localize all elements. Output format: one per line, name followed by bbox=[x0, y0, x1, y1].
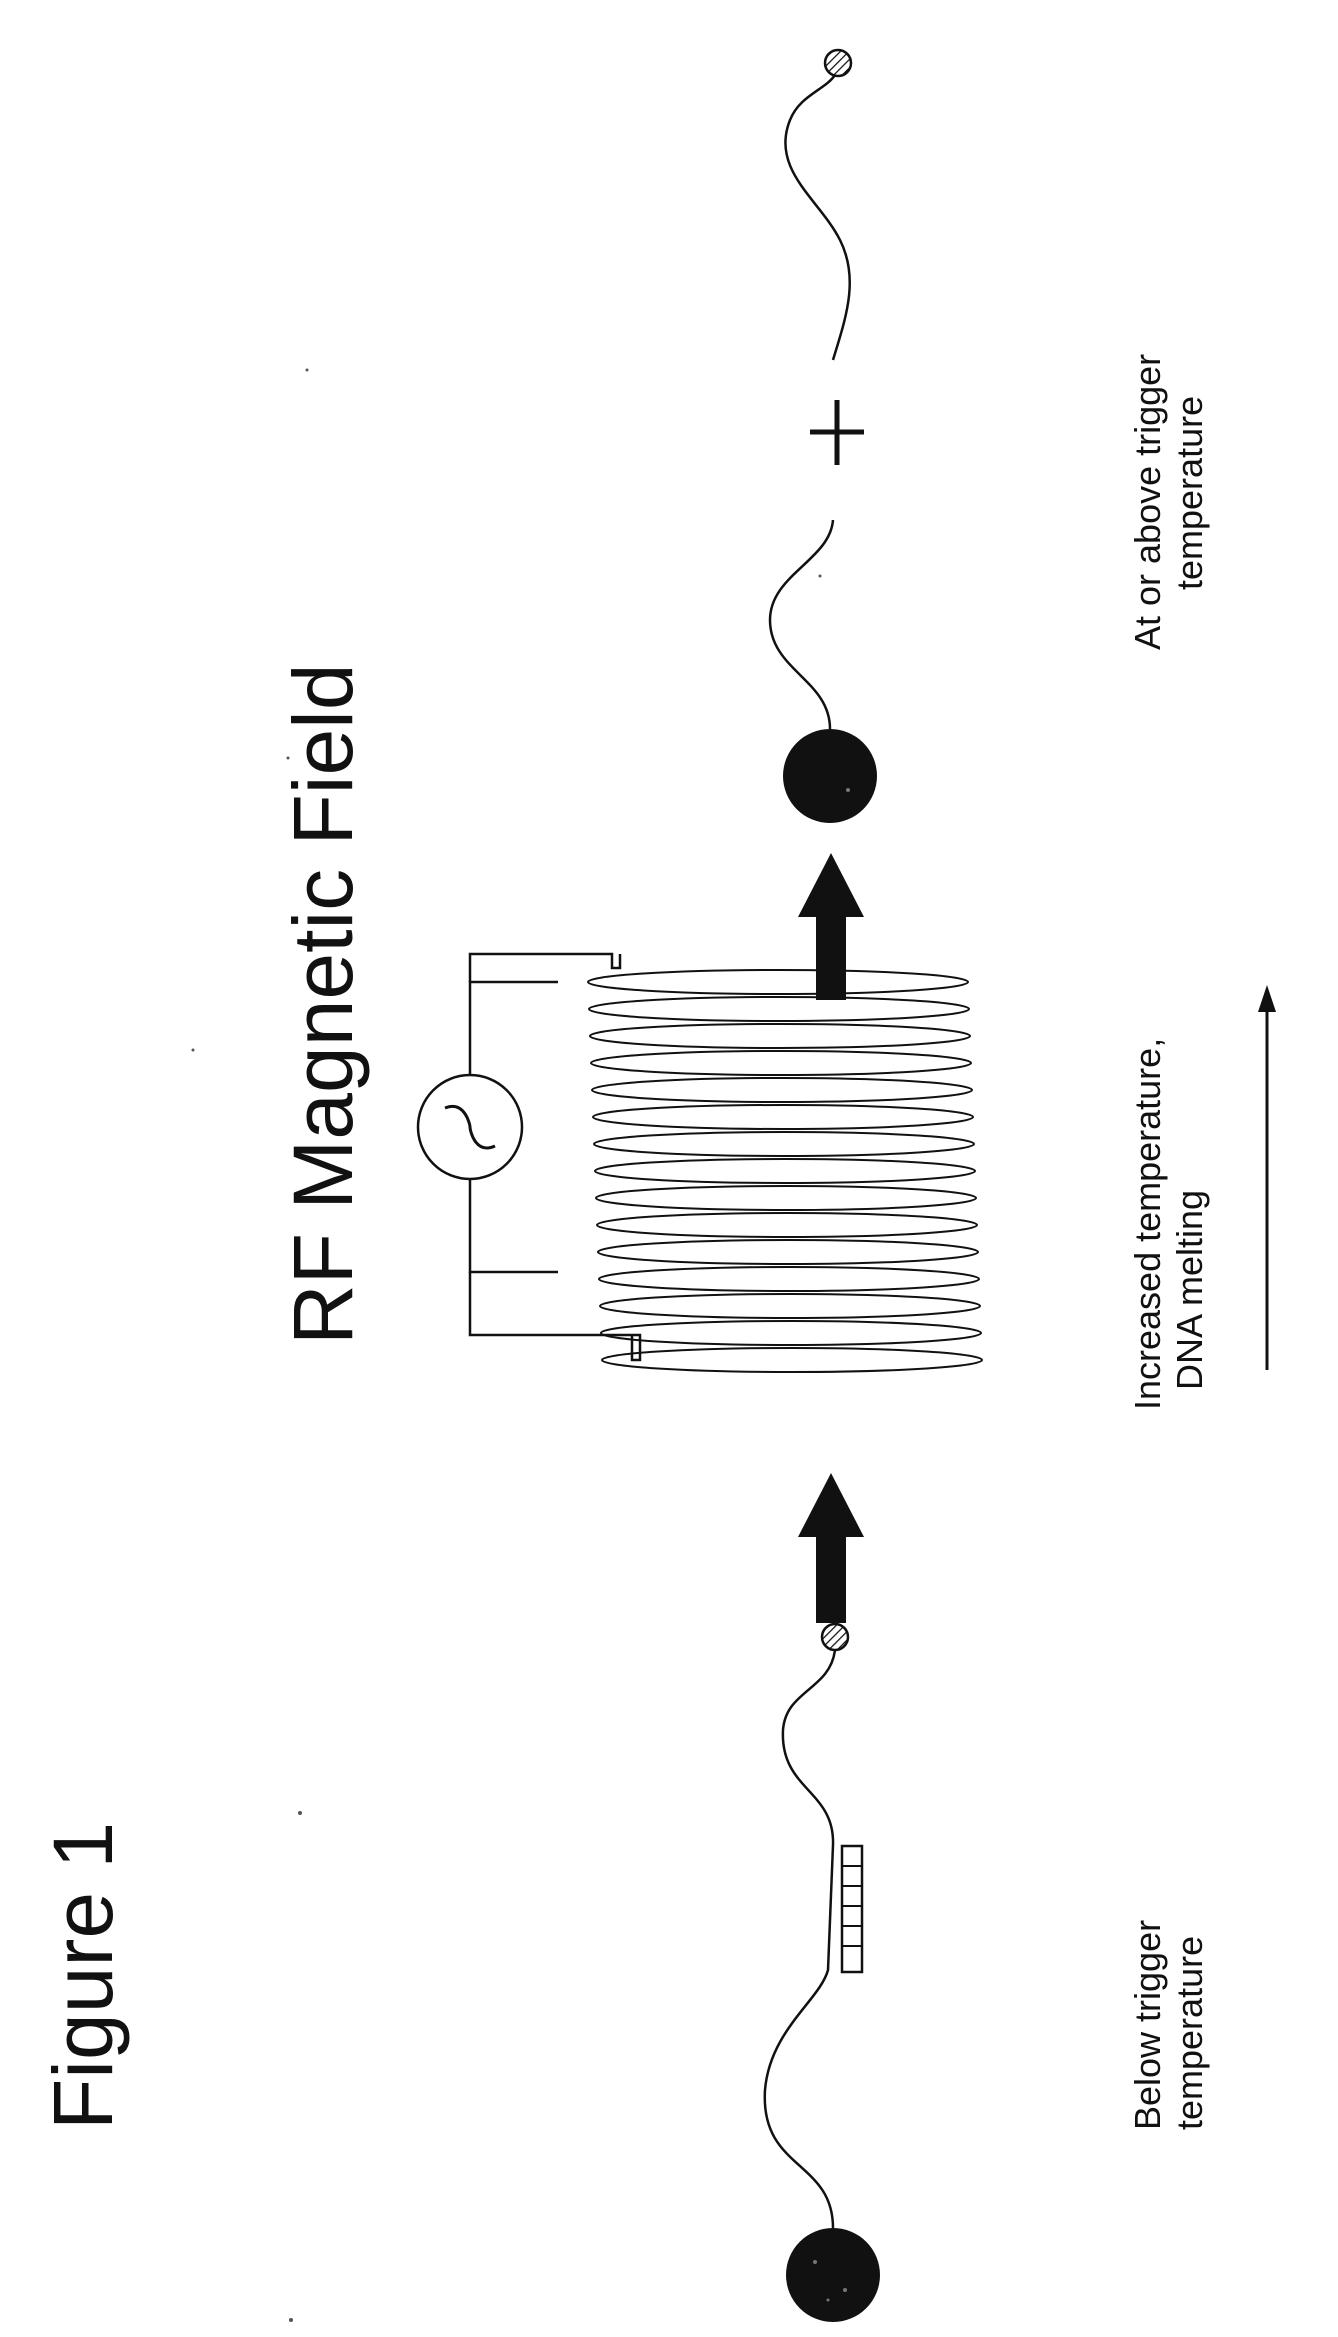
arrow-icon bbox=[798, 853, 864, 1000]
nanoparticle-icon bbox=[783, 729, 877, 823]
field-title: RF Magnetic Field bbox=[276, 663, 370, 1345]
process-arrow-icon bbox=[1258, 985, 1276, 1370]
fluorophore-icon bbox=[820, 1622, 850, 1652]
fluorophore-icon bbox=[823, 48, 853, 78]
below-state-construct bbox=[763, 1622, 880, 2322]
figure-title: Figure 1 bbox=[36, 1822, 130, 2130]
dna-duplex-icon bbox=[840, 1844, 864, 1974]
above-state-label: At or above trigger temperature bbox=[1127, 354, 1210, 650]
separated-strand-icon bbox=[810, 400, 864, 465]
scan-specks bbox=[191, 368, 822, 2322]
rf-source-icon bbox=[416, 1073, 524, 1181]
svg-text:At or above trigger: At or above trigger bbox=[1127, 354, 1168, 650]
svg-text:DNA melting: DNA melting bbox=[1169, 1190, 1210, 1390]
below-state-label: Below trigger temperature bbox=[1127, 1920, 1210, 2130]
arrow-icon bbox=[798, 1473, 864, 1623]
svg-text:Increased temperature,: Increased temperature, bbox=[1127, 1038, 1168, 1410]
rf-coil bbox=[416, 952, 983, 1373]
dna-strand bbox=[768, 519, 835, 730]
dna-strand bbox=[763, 1649, 837, 2229]
dna-strand bbox=[784, 74, 851, 361]
svg-text:temperature: temperature bbox=[1169, 1936, 1210, 2130]
process-label: Increased temperature, DNA melting bbox=[1127, 1038, 1210, 1410]
above-state-construct bbox=[768, 48, 877, 823]
svg-text:temperature: temperature bbox=[1169, 396, 1210, 590]
svg-text:Below trigger: Below trigger bbox=[1127, 1920, 1168, 2130]
coil-icon bbox=[587, 969, 983, 1373]
nanoparticle-icon bbox=[786, 2228, 880, 2322]
